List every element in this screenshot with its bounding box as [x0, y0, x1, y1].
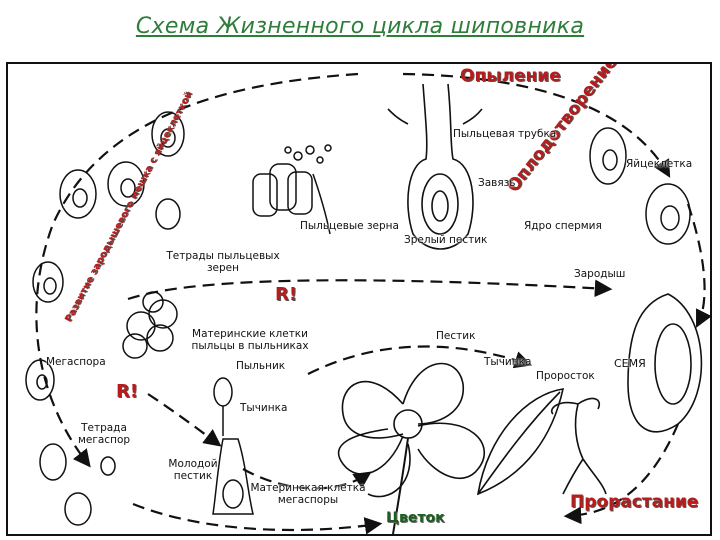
- label-megaspore-mother-cell: Материнская клетка мегаспоры: [250, 482, 366, 506]
- label-seed: СЕМЯ: [614, 357, 646, 370]
- right-ovule-sketches: [589, 127, 691, 245]
- stage-germination: Прорастание: [570, 492, 699, 512]
- label-embryo: Зародыш: [574, 268, 626, 280]
- stage-flower: Цветок: [386, 510, 445, 526]
- stage-pollination: Опыление: [460, 66, 561, 86]
- meiosis-marker-top: R!: [275, 284, 298, 305]
- label-anther: Пыльник: [236, 360, 286, 372]
- ovule-sketches: [25, 111, 185, 526]
- label-megaspore: Мегаспора: [46, 356, 106, 368]
- label-sperm-nucleus: Ядро спермия: [524, 220, 602, 232]
- pollen-tetrads-sketch: [122, 291, 178, 359]
- page-title: Схема Жизненного цикла шиповника: [135, 14, 585, 39]
- pollen-grains-sketch: [252, 144, 332, 235]
- label-pollen-tetrads: Тетрады пыльцевых зерен: [166, 250, 280, 274]
- stamen-sketch: [213, 377, 233, 436]
- label-young-pistil: Молодой пестик: [168, 458, 218, 482]
- label-stamen-right: Тычинка: [484, 356, 532, 368]
- life-cycle-diagram: Опыление Оплодотворение R! R! Цветок Про…: [6, 62, 712, 536]
- label-megaspore-tetrad: Тетрада мегаспор: [77, 422, 131, 446]
- cycle-arrows: [35, 72, 710, 534]
- diagram-illustration: [25, 72, 710, 534]
- seedling-sketch: [551, 397, 607, 495]
- label-ovule: Завязь: [478, 177, 516, 189]
- label-seedling: Проросток: [536, 370, 595, 382]
- label-mother-cells: Материнские клетки пыльцы в пыльниках: [191, 328, 309, 352]
- seed-sketch: [627, 293, 703, 433]
- label-mature-pistil: Зрелый пестик: [404, 234, 488, 246]
- label-pollen-tube: Пыльцевая трубка: [453, 128, 557, 140]
- young-pistil-sketch: [212, 438, 254, 515]
- label-stamen-left: Тычинка: [240, 402, 288, 414]
- meiosis-marker-bottom: R!: [116, 381, 139, 402]
- leaf-sketch: [476, 388, 565, 496]
- label-pollen-grains: Пыльцевые зерна: [300, 220, 399, 232]
- label-egg-cell: Яйцеклетка: [626, 158, 693, 170]
- mature-pistil-sketch: [387, 83, 483, 250]
- label-pistil: Пестик: [436, 330, 476, 342]
- flower-sketch: [337, 362, 485, 534]
